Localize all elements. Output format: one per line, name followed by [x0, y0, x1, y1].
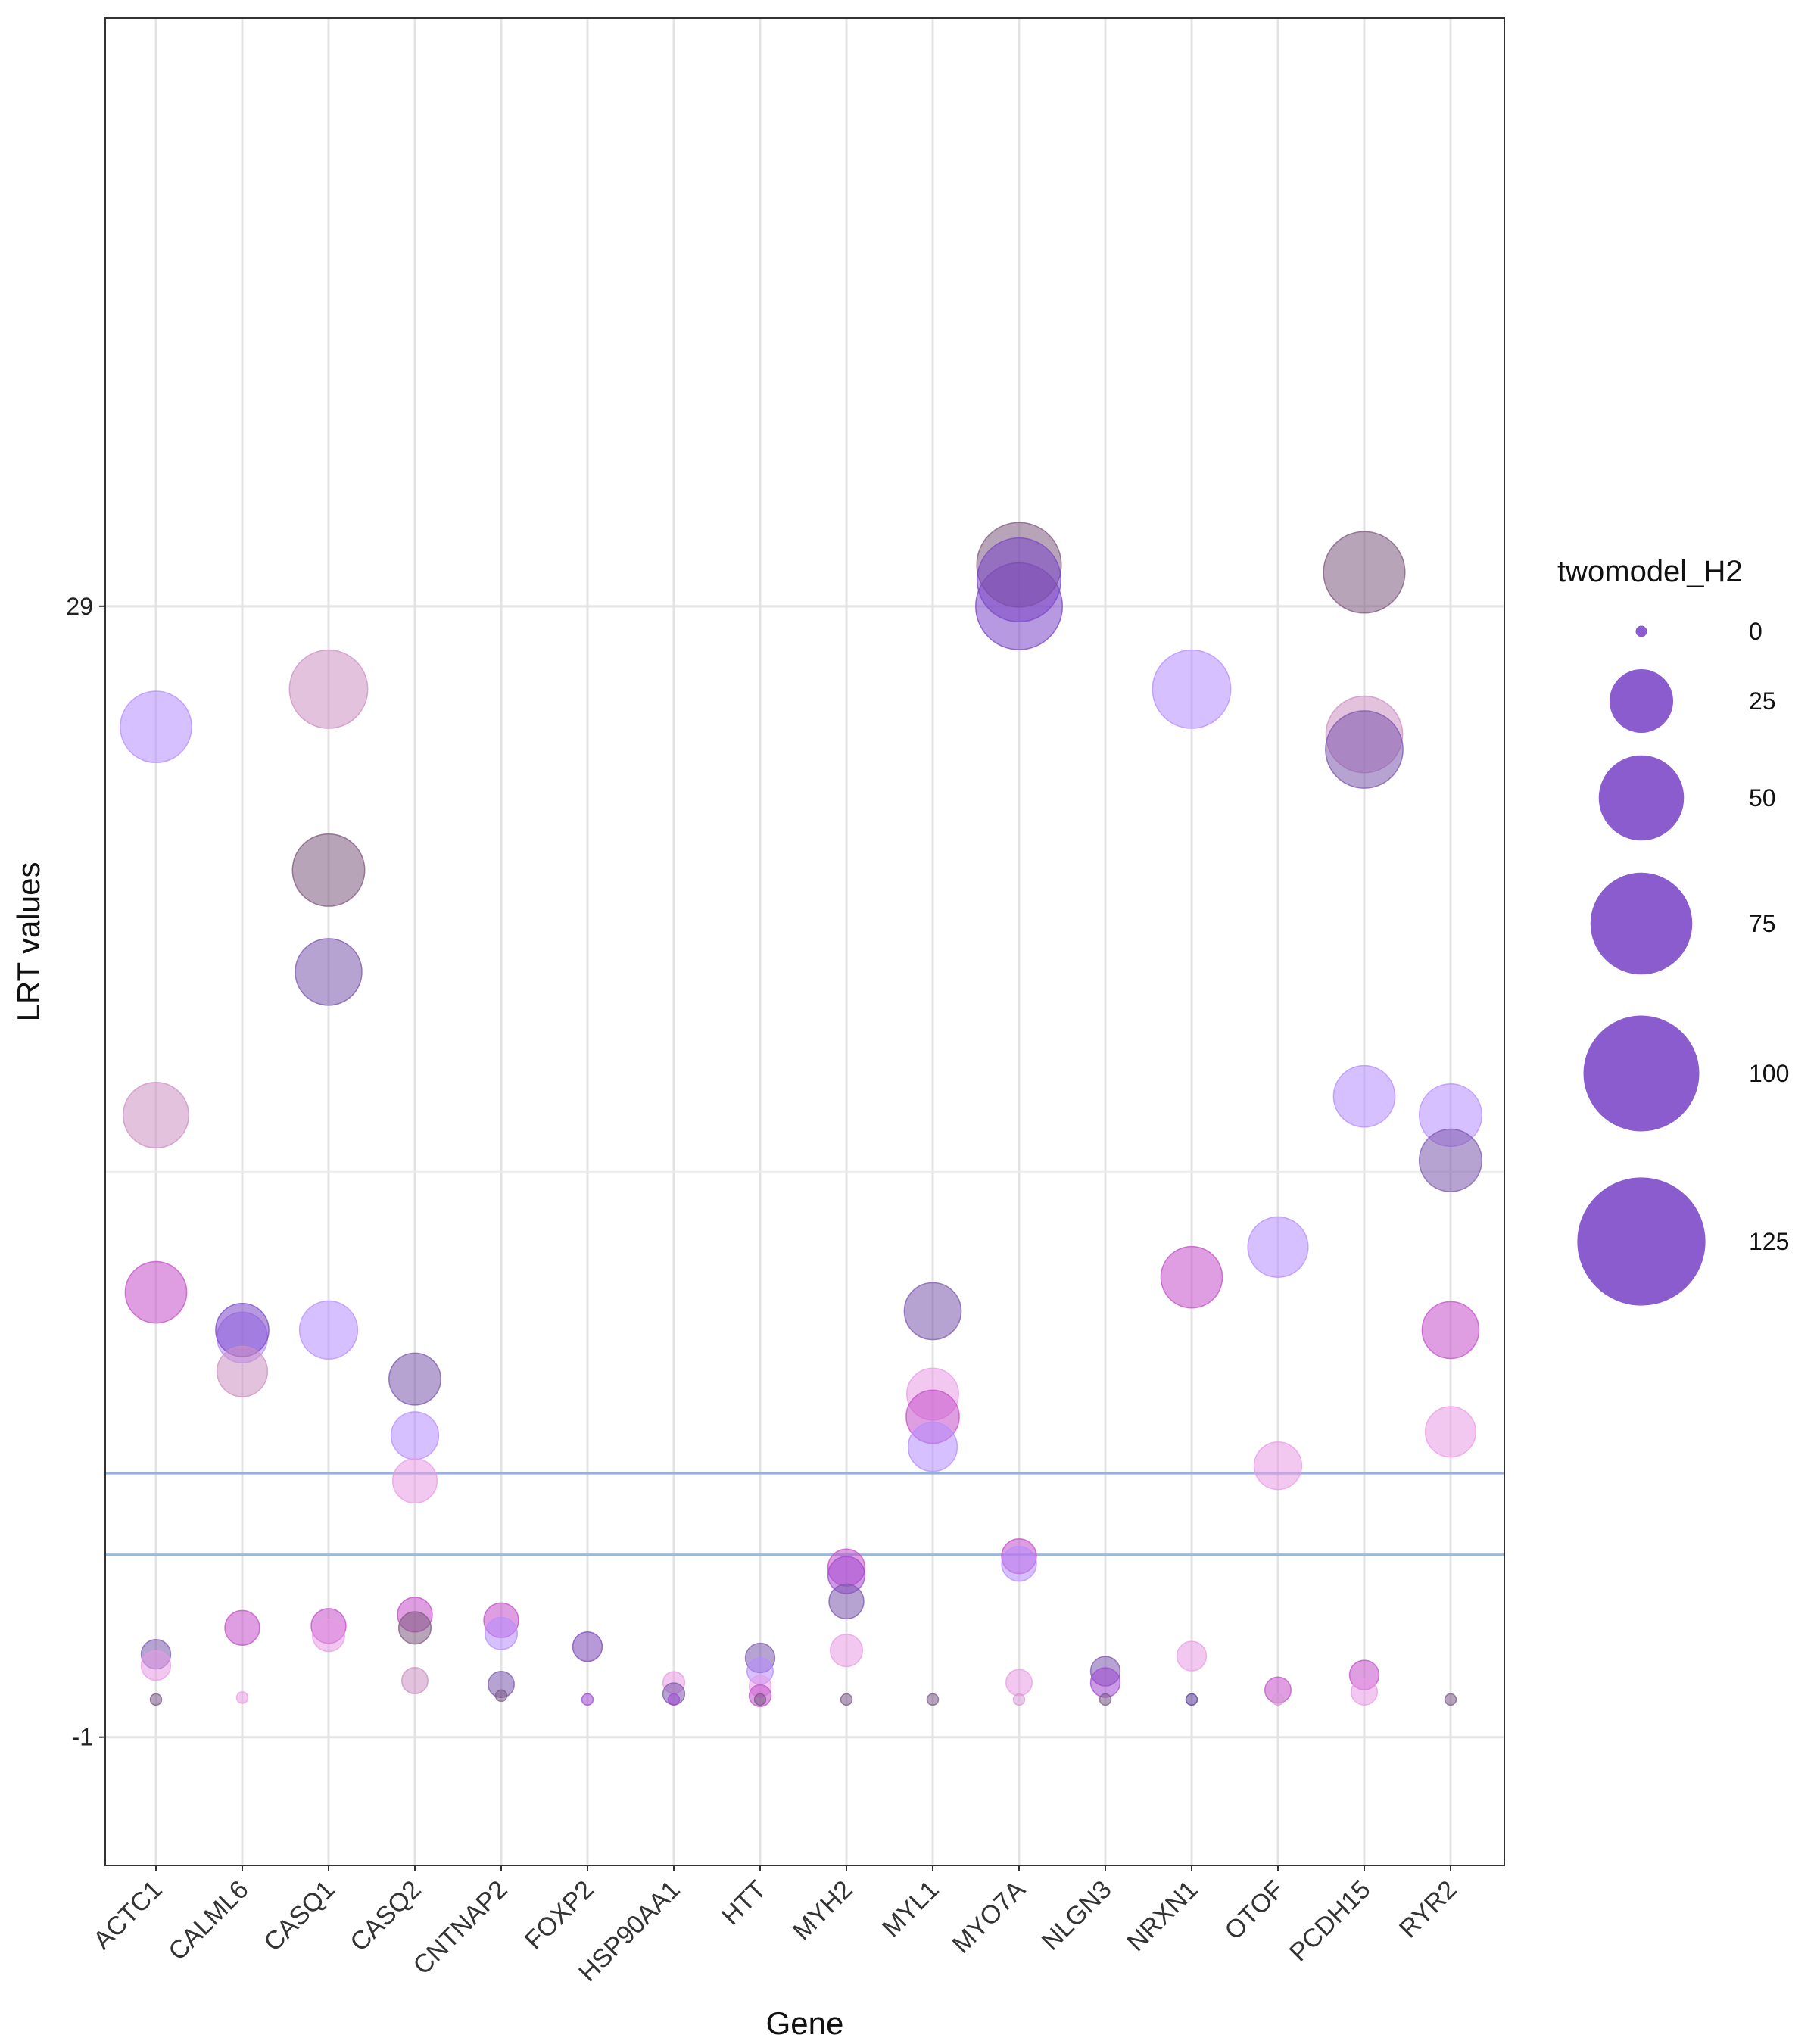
legend-key-label: 75: [1749, 910, 1776, 937]
data-point: [235, 1691, 249, 1704]
x-tick-label: CASQ1: [258, 1875, 340, 1957]
legend-key-circle: [1598, 755, 1685, 841]
data-point: [1099, 1693, 1112, 1706]
data-point: [1332, 1064, 1396, 1128]
x-tick-label: CASQ2: [344, 1875, 426, 1957]
x-tick-label: FOXP2: [519, 1875, 600, 1955]
plot-border: [104, 17, 1505, 1866]
horizontal-gridlines: [105, 605, 1504, 1739]
size-legend: twomodel_H2 0 25 50 75 100 125: [1557, 555, 1789, 1306]
x-tick-label: ACTC1: [88, 1875, 168, 1955]
y-axis-ticks: 29 -1: [66, 593, 105, 1751]
data-point: [828, 1583, 865, 1620]
data-point: [1160, 1245, 1223, 1309]
y-axis-title: LRT values: [11, 862, 46, 1022]
legend-key-circle: [1590, 872, 1693, 975]
data-point: [840, 1693, 853, 1706]
data-point: [216, 1345, 269, 1397]
data-point: [224, 1609, 260, 1646]
data-point: [391, 1458, 438, 1504]
data-point: [581, 1693, 594, 1706]
x-axis-title: Gene: [766, 2005, 844, 2041]
x-tick-label: HTT: [716, 1875, 772, 1931]
data-point: [1323, 531, 1406, 614]
data-point: [1247, 1216, 1309, 1278]
x-tick-label: NRXN1: [1121, 1875, 1203, 1957]
y-tick-label: -1: [72, 1724, 93, 1751]
data-point: [1350, 1678, 1379, 1706]
data-point: [388, 1352, 441, 1406]
x-tick-label: MYH2: [787, 1875, 859, 1946]
data-point: [1271, 1693, 1285, 1706]
data-point: [494, 1689, 508, 1703]
data-point: [288, 649, 369, 729]
data-point: [124, 1260, 188, 1324]
x-tick-label: CALML6: [163, 1875, 254, 1966]
data-point: [400, 1666, 429, 1695]
data-point: [298, 1300, 359, 1360]
legend-title: twomodel_H2: [1557, 555, 1743, 588]
data-point: [976, 537, 1062, 623]
data-point: [140, 1650, 172, 1681]
legend-key-label: 100: [1749, 1060, 1789, 1087]
data-point: [311, 1619, 346, 1653]
data-point: [295, 938, 363, 1006]
data-point: [1185, 1693, 1198, 1706]
x-tick-label: MYO7A: [947, 1875, 1031, 1959]
x-tick-label: MYL1: [877, 1875, 945, 1943]
data-point: [753, 1693, 767, 1706]
data-point: [122, 1081, 190, 1149]
data-points: [120, 522, 1483, 1708]
legend-key-circle: [1610, 669, 1673, 733]
data-point: [1005, 1669, 1033, 1697]
data-point: [829, 1634, 864, 1668]
data-point: [1418, 1128, 1483, 1192]
data-point: [397, 1611, 432, 1645]
data-point: [149, 1693, 163, 1706]
data-point: [667, 1693, 681, 1706]
legend-key-circle: [1635, 625, 1647, 637]
data-point: [1152, 649, 1232, 729]
legend-key-circle: [1583, 1015, 1700, 1132]
data-point: [1325, 710, 1404, 789]
data-point: [1444, 1693, 1457, 1706]
y-tick-label: 29: [66, 593, 93, 620]
data-point: [1012, 1693, 1026, 1706]
data-point: [903, 1282, 962, 1341]
data-point: [291, 833, 366, 907]
x-tick-label: CNTNAP2: [408, 1875, 513, 1980]
x-tick-label: PCDH15: [1284, 1875, 1376, 1968]
data-point: [926, 1693, 940, 1706]
legend-key-circle: [1577, 1177, 1706, 1306]
x-tick-label: NLGN3: [1036, 1875, 1117, 1956]
data-point: [484, 1616, 519, 1650]
x-tick-label: OTOF: [1219, 1875, 1289, 1946]
legend-key-label: 125: [1749, 1228, 1789, 1255]
legend-key-label: 25: [1749, 687, 1776, 715]
data-point: [572, 1631, 603, 1662]
data-point: [390, 1411, 440, 1460]
data-point: [1176, 1640, 1208, 1672]
data-point: [1253, 1441, 1303, 1491]
legend-key-label: 50: [1749, 784, 1776, 812]
data-point: [120, 690, 192, 764]
data-point: [907, 1422, 958, 1472]
data-point: [1089, 1667, 1121, 1698]
data-point: [1001, 1545, 1037, 1582]
data-point: [1421, 1301, 1480, 1360]
legend-key-label: 0: [1749, 618, 1762, 645]
x-tick-label: RYR2: [1394, 1875, 1463, 1944]
data-point: [1424, 1406, 1477, 1458]
